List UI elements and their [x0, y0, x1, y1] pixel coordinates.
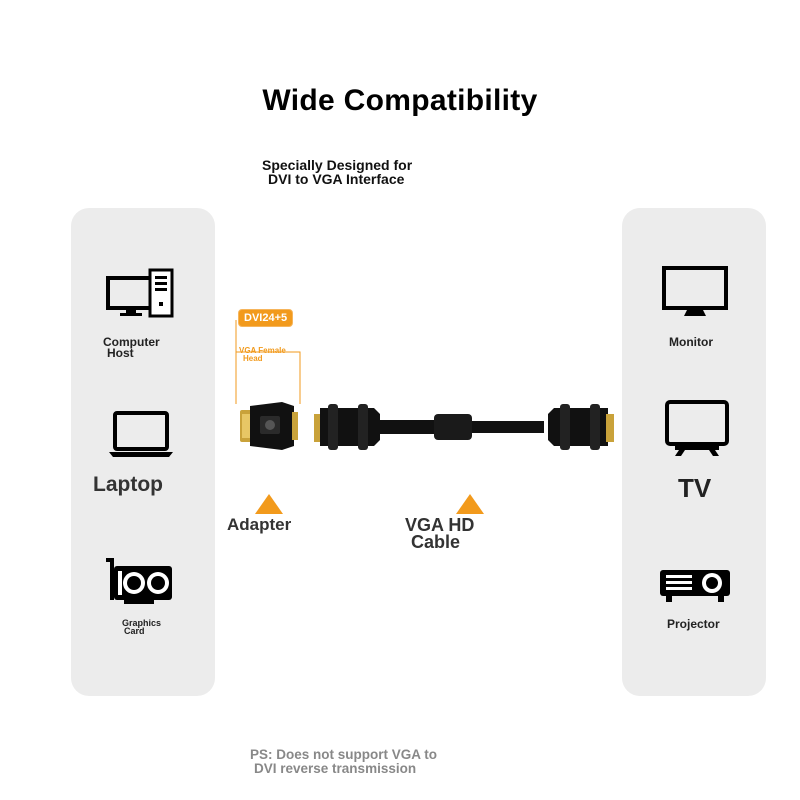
vga-female-label: VGA Female Head [239, 346, 286, 363]
device-label-tv: TV [678, 473, 712, 503]
device-label-computer-host: Computer Host [103, 335, 160, 360]
laptop-icon [107, 410, 175, 458]
vga-cable-image [314, 400, 614, 454]
adapter-callout [232, 312, 302, 412]
device-label-laptop: Laptop [93, 473, 163, 496]
cable-caption: VGA HD Cable [405, 515, 475, 552]
reverse-transmission-note: PS: Does not support VGA to DVI reverse … [250, 747, 437, 776]
device-label-projector: Projector [667, 617, 720, 631]
tv-icon [665, 400, 731, 458]
subtitle-line-2: DVI to VGA Interface [268, 171, 405, 187]
graphics-card-icon [104, 558, 174, 606]
device-label-graphics-card: Graphics Card [122, 618, 162, 636]
subtitle: Specially Designed for DVI to VGA Interf… [262, 158, 412, 186]
cable-arrow-icon [455, 493, 485, 515]
adapter-caption: Adapter [227, 515, 292, 534]
subtitle-line-1: Specially Designed for [262, 157, 413, 173]
device-label-monitor: Monitor [669, 335, 713, 349]
dvi-vga-adapter-image [238, 398, 300, 454]
computer-host-icon [106, 268, 174, 318]
monitor-icon [662, 266, 728, 318]
display-devices-panel [622, 208, 766, 696]
dvi-badge: DVI24+5 [238, 309, 294, 327]
page-title: Wide Compatibility [262, 84, 538, 117]
adapter-arrow-icon [254, 493, 284, 515]
projector-icon [658, 566, 732, 606]
